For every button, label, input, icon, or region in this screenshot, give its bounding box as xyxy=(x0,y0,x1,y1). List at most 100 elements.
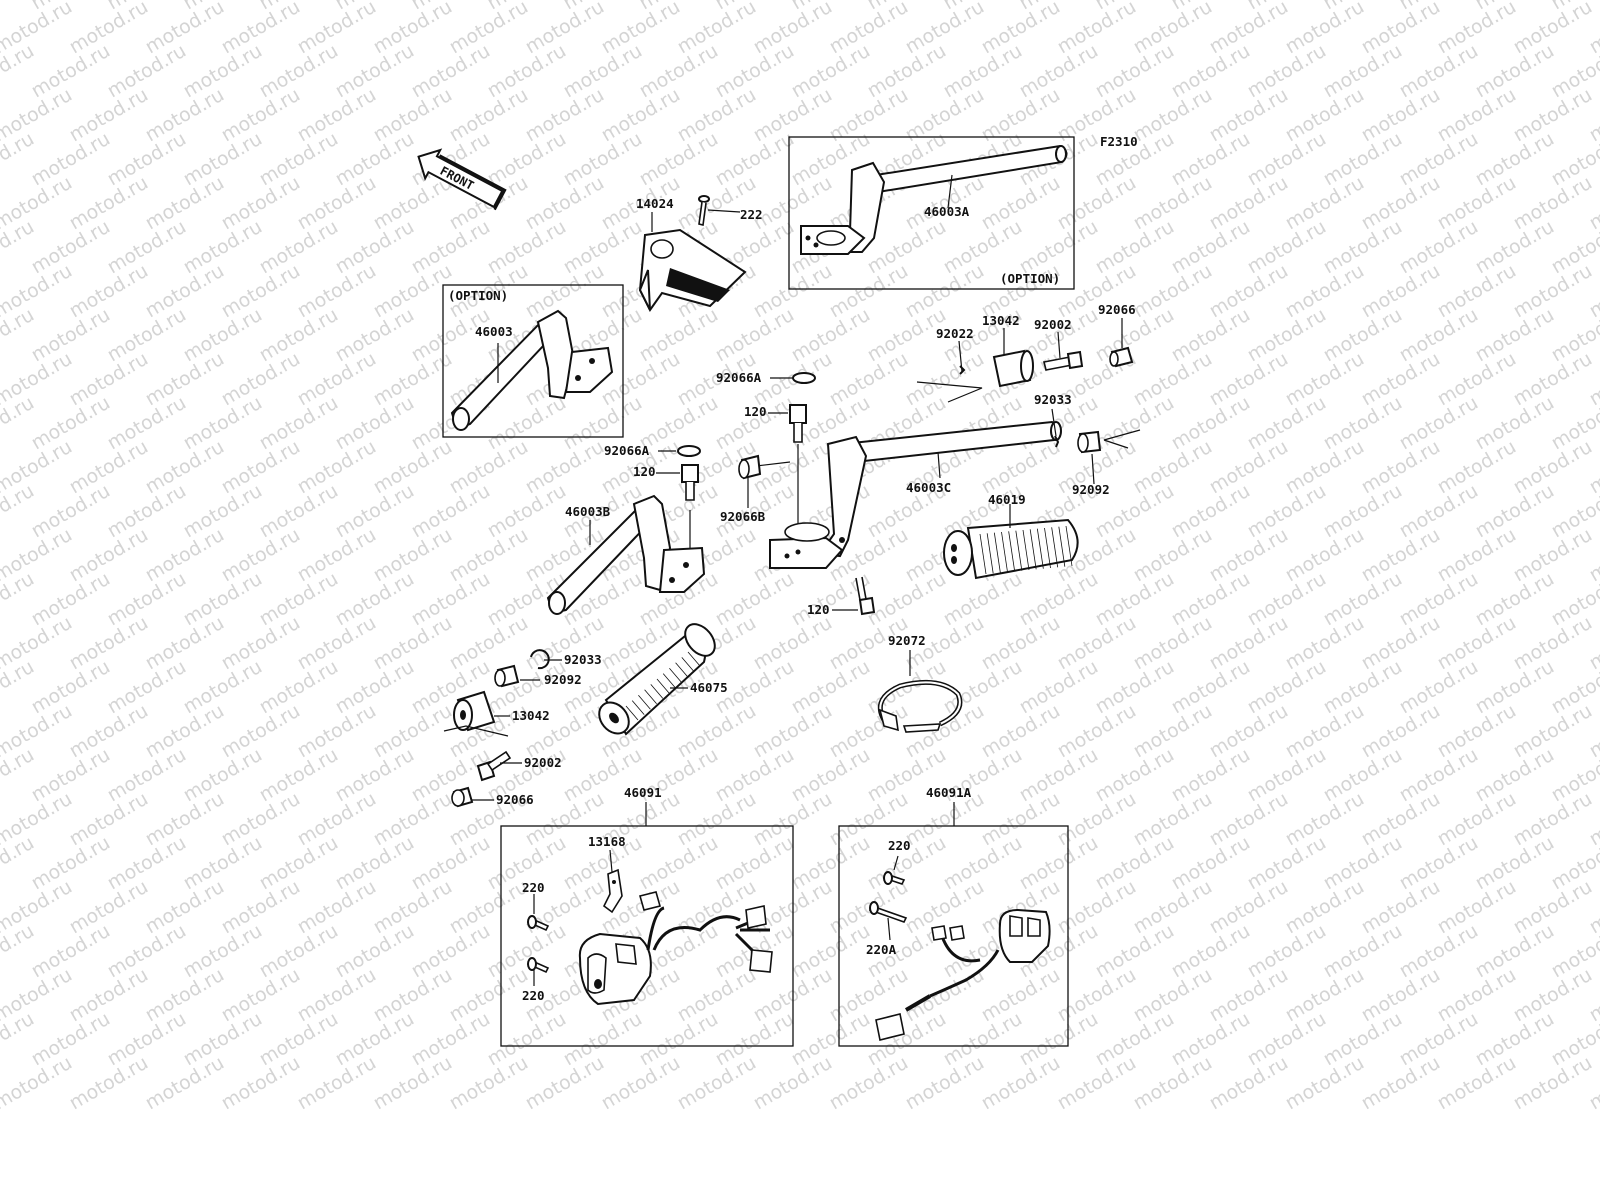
leader-222 xyxy=(707,209,741,213)
screw-220-b-drawing xyxy=(526,957,550,974)
grip-texture-line xyxy=(986,533,994,574)
handlebar-46003-drawing xyxy=(450,309,614,431)
watermark-text: motod.ru xyxy=(522,0,608,58)
screw-220A-drawing xyxy=(868,901,908,923)
label-92066-upper: 92066 xyxy=(1098,302,1136,317)
watermark-text: motod.ru xyxy=(1206,0,1292,58)
grip-texture-line xyxy=(979,533,987,575)
grip-texture-line xyxy=(669,667,682,683)
leader-46003A xyxy=(947,174,953,209)
label-92002-upper: 92002 xyxy=(1034,317,1072,332)
label-46003C: 46003C xyxy=(906,480,951,495)
switch-housing-46091A-drawing xyxy=(875,908,1051,1041)
label-120-lower: 120 xyxy=(807,602,830,617)
label-92092-lower: 92092 xyxy=(544,672,582,687)
label-46091: 46091 xyxy=(624,785,662,800)
label-13168: 13168 xyxy=(588,834,626,849)
grip-texture-line xyxy=(1008,531,1016,572)
collar-92092-upper-drawing xyxy=(1077,430,1102,454)
label-120-upper: 120 xyxy=(744,404,767,419)
grip-texture-line xyxy=(1051,527,1059,568)
grip-texture-line xyxy=(1058,526,1066,567)
screw-222-drawing xyxy=(698,195,710,226)
bolt-120-mid-drawing xyxy=(681,464,699,501)
leader-46003C xyxy=(937,451,941,479)
label-14024: 14024 xyxy=(636,196,674,211)
watermark-text: motod.ru xyxy=(1130,0,1216,58)
phantom-line-92092 xyxy=(1103,429,1141,449)
watermark-text: motod.ru xyxy=(674,0,760,58)
label-120-mid: 120 xyxy=(633,464,656,479)
grip-texture-line xyxy=(644,689,657,705)
grip-texture-line xyxy=(993,532,1001,573)
grip-texture-line xyxy=(681,657,695,672)
watermark-text: motod.ru xyxy=(1510,0,1596,58)
label-13042-lower: 13042 xyxy=(512,708,550,723)
band-92072-drawing xyxy=(877,679,963,733)
grip-texture-line xyxy=(1036,528,1044,569)
grip-texture-line xyxy=(638,694,651,710)
watermark-text: motod.ru xyxy=(826,0,912,58)
label-220-b: 220 xyxy=(522,988,545,1003)
watermark-text: motod.ru xyxy=(1054,0,1140,58)
collar-92092-lower-drawing xyxy=(494,664,520,688)
handlebar-46003C-drawing xyxy=(769,420,1062,569)
bolt-92002-upper-drawing xyxy=(1043,350,1084,371)
cap-92066-lower-drawing xyxy=(451,786,474,808)
leader-92033-upper xyxy=(1051,408,1057,437)
grip-46019-drawing xyxy=(943,518,1079,580)
label-46003B: 46003B xyxy=(565,504,611,519)
watermark-text: motod.ru xyxy=(978,0,1064,58)
leader-220-c xyxy=(893,855,899,871)
weight-13042-lower-drawing xyxy=(453,690,496,732)
label-92072: 92072 xyxy=(888,633,926,648)
leader-220A xyxy=(887,917,891,941)
watermark-text: motod.ru xyxy=(218,0,304,58)
lever-13168-drawing xyxy=(602,868,623,914)
phantom-line-92066B xyxy=(755,461,791,467)
switch-housing-46091-drawing xyxy=(578,891,773,1006)
switch-box-46091 xyxy=(500,825,794,1047)
grip-texture-line xyxy=(631,700,645,715)
bolt-120-lower-drawing xyxy=(855,576,876,616)
circlip-92022-drawing xyxy=(959,365,966,375)
label-92066-lower: 92066 xyxy=(496,792,534,807)
grip-texture-line xyxy=(662,673,676,688)
screw-220-c-drawing xyxy=(882,871,906,885)
diagram-ref-code: F2310 xyxy=(1100,134,1138,149)
cap-92066B-drawing xyxy=(738,454,762,480)
label-92066B: 92066B xyxy=(720,509,766,524)
label-92066A-lower: 92066A xyxy=(604,443,650,458)
label-46003: 46003 xyxy=(475,324,513,339)
phantom-line-upper xyxy=(916,381,983,403)
grip-texture-line xyxy=(1044,527,1051,569)
watermark-text: motod.ru xyxy=(902,0,988,58)
front-direction-arrow: FRONT xyxy=(417,148,507,211)
washer-92066A-upper-drawing xyxy=(792,372,816,384)
grip-texture-line xyxy=(675,662,688,678)
label-222: 222 xyxy=(740,207,763,222)
option-label-top: (OPTION) xyxy=(1000,271,1060,286)
leader-13168 xyxy=(609,849,613,873)
watermark-text: motod.ru xyxy=(1434,0,1520,58)
grip-46075-drawing xyxy=(598,623,716,736)
label-46003A: 46003A xyxy=(924,204,970,219)
label-92022: 92022 xyxy=(936,326,974,341)
grip-texture-line xyxy=(1001,531,1008,573)
label-92002-lower: 92002 xyxy=(524,755,562,770)
circlip-92033-lower-drawing xyxy=(530,649,550,670)
label-46019: 46019 xyxy=(988,492,1026,507)
grip-texture-line xyxy=(1029,529,1037,570)
label-46075: 46075 xyxy=(690,680,728,695)
circlip-92033-upper-drawing xyxy=(1054,435,1060,448)
option-box-46003 xyxy=(442,284,624,438)
grip-texture-line xyxy=(687,651,701,667)
bracket-14024-drawing xyxy=(638,228,747,312)
grip-texture-line xyxy=(1065,525,1073,567)
label-13042-upper: 13042 xyxy=(982,313,1020,328)
label-92033-upper: 92033 xyxy=(1034,392,1072,407)
label-92033-lower: 92033 xyxy=(564,652,602,667)
label-220-a: 220 xyxy=(522,880,545,895)
bolt-120-upper-drawing xyxy=(789,404,807,443)
